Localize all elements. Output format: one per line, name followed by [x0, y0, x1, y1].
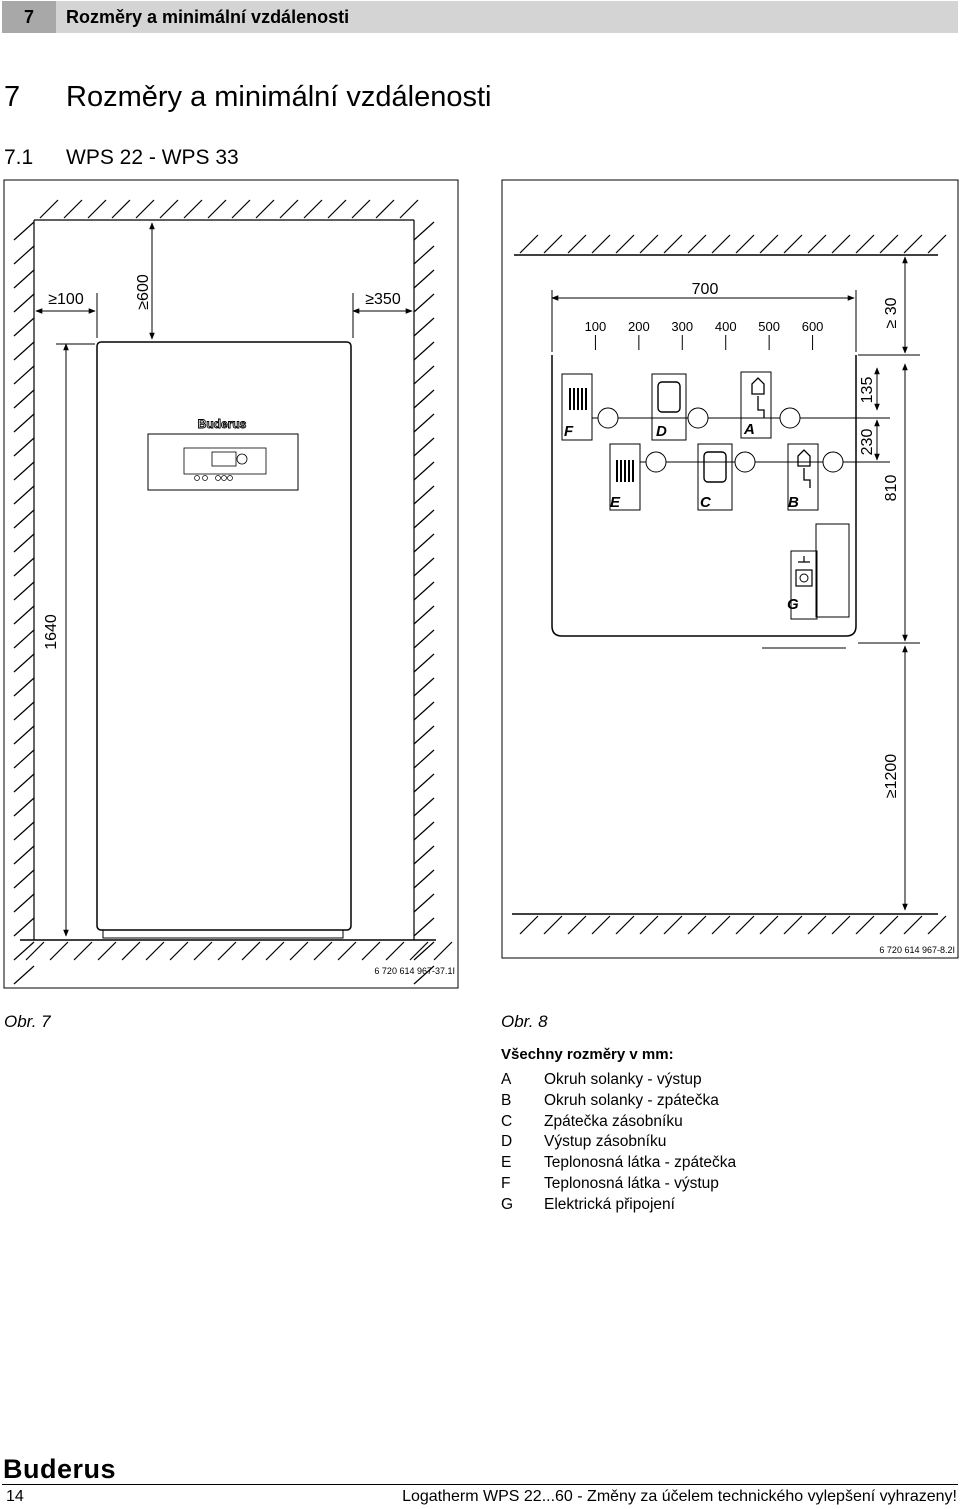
connection-symbol-d [651, 373, 687, 441]
legend-item: G Elektrická připojení [501, 1195, 736, 1216]
connection-label-f: F [564, 423, 574, 440]
connection-label-e: E [610, 494, 621, 511]
heat-pump-top-view [551, 355, 857, 637]
dim-floor-clearance: ≥1200 [883, 754, 900, 798]
scale-label: 200 [628, 319, 650, 334]
legend-key: F [501, 1174, 511, 1192]
legend-text: Teplonosná látka - zpátečka [544, 1154, 737, 1172]
legend-key: C [501, 1112, 513, 1130]
connection-symbol-e [609, 443, 641, 511]
scale-label: 500 [758, 319, 780, 334]
legend-text: Výstup zásobníku [544, 1133, 667, 1151]
dim-top: ≥600 [135, 274, 152, 310]
subsection-title: WPS 22 - WPS 33 [66, 146, 239, 169]
wall-hatching [13, 199, 453, 985]
figure-7-caption: Obr. 7 [4, 1012, 51, 1031]
footer-text: Logatherm WPS 22...60 - Změny za účelem … [402, 1488, 957, 1505]
connection-label-c: C [700, 494, 712, 511]
connection-label-g: G [787, 596, 799, 613]
buderus-logo: Buderus [3, 1454, 117, 1484]
connection-symbol-a [740, 371, 772, 439]
legend-item: F Teplonosná látka - výstup [501, 1174, 736, 1195]
page-number: 14 [6, 1488, 24, 1505]
legend-title: Všechny rozměry v mm: [501, 1046, 674, 1063]
dim-width: 700 [692, 281, 719, 298]
dim-top-clearance: ≥ 30 [883, 297, 900, 328]
scale-label: 400 [715, 319, 737, 334]
connection-label-b: B [788, 494, 799, 511]
ceiling-floor-hatching [519, 234, 947, 935]
dim-side-left: ≥100 [48, 291, 84, 308]
connection-symbol-f [561, 373, 593, 441]
dim-total: 810 [883, 475, 900, 502]
chapter-header-bar [2, 1, 958, 33]
legend-list: A Okruh solanky - výstup B Okruh solanky -… [501, 1070, 736, 1216]
dim-row1: 135 [859, 377, 876, 404]
legend-key: E [501, 1154, 512, 1172]
legend-key: D [501, 1133, 513, 1151]
legend-key: G [501, 1195, 514, 1213]
connection-label-d: D [656, 423, 667, 440]
figure-8-ref-code: 6 720 614 967-8.2I [879, 945, 955, 955]
legend-key: A [501, 1071, 512, 1088]
legend-text: Okruh solanky - výstup [544, 1071, 702, 1088]
legend-item: B Okruh solanky - zpátečka [501, 1091, 736, 1112]
connection-symbol-g [790, 550, 818, 620]
legend-item: E Teplonosná látka - zpátečka [501, 1153, 736, 1174]
connection-symbol-c [697, 443, 733, 511]
dim-height: 1640 [43, 614, 60, 650]
legend-item: A Okruh solanky - výstup [501, 1070, 736, 1091]
legend-text: Zpátečka zásobníku [544, 1112, 683, 1130]
section-title: Rozměry a minimální vzdálenosti [66, 81, 492, 113]
legend-key: B [501, 1091, 512, 1109]
scale-labels: 100 200 300 400 500 600 [585, 319, 824, 350]
legend-item: C Zpátečka zásobníku [501, 1112, 736, 1133]
section-number: 7 [4, 81, 21, 113]
chapter-title: Rozměry a minimální vzdálenosti [66, 7, 350, 27]
scale-label: 100 [585, 319, 607, 334]
dim-side-right: ≥350 [365, 291, 401, 308]
unit-brand-logo: Buderus [198, 417, 247, 431]
legend-text: Okruh solanky - zpátečka [544, 1091, 719, 1109]
scale-label: 300 [671, 319, 693, 334]
scale-label: 600 [802, 319, 824, 334]
control-panel [147, 433, 299, 491]
legend-item: D Výstup zásobníku [501, 1132, 736, 1153]
chapter-number: 7 [2, 1, 56, 33]
subsection-number: 7.1 [4, 146, 34, 169]
figure-8-caption: Obr. 8 [501, 1012, 548, 1031]
connection-symbol-b [787, 443, 819, 511]
figure-7-ref-code: 6 720 614 967-37.1I [374, 966, 455, 976]
figure-7-drawing: Buderus ≥100 ≥600 ≥350 1640 6 720 614 96… [3, 179, 459, 989]
connection-label-a: A [743, 421, 755, 438]
legend-text: Elektrická připojení [544, 1195, 675, 1213]
legend-text: Teplonosná látka - výstup [544, 1174, 719, 1192]
dim-row2: 230 [859, 429, 876, 456]
footer-divider [2, 1484, 958, 1485]
